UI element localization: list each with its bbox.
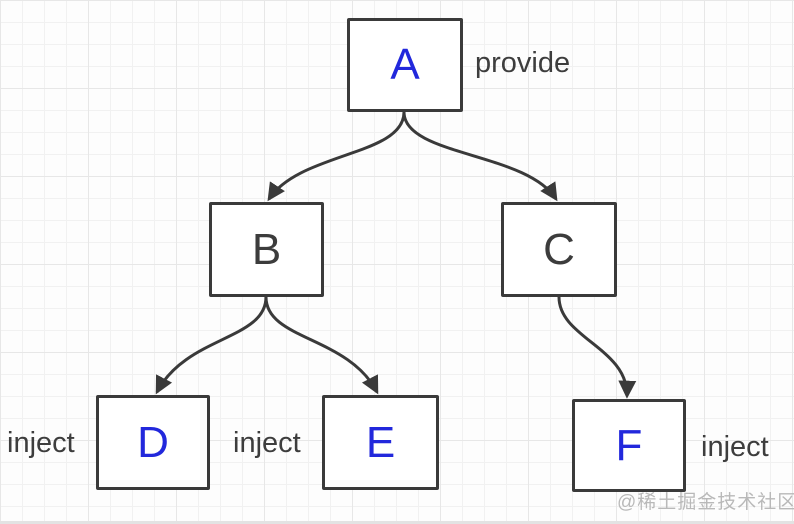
inject-annotation-d: inject: [7, 427, 75, 459]
node-f: F: [572, 399, 686, 492]
node-c-label: C: [543, 224, 575, 274]
edge-a-c-arrow: [402, 111, 558, 202]
node-b-label: B: [251, 224, 282, 274]
node-c: C: [501, 202, 617, 297]
node-e: E: [322, 395, 439, 490]
node-e-label: E: [365, 417, 396, 467]
inject-annotation-e: inject: [233, 427, 301, 459]
edge-a-b-arrow: [267, 111, 406, 202]
node-b: B: [209, 202, 324, 297]
node-a-label: A: [390, 40, 420, 89]
inject-annotation-f: inject: [701, 431, 769, 463]
node-d-label: D: [137, 417, 169, 467]
edge-c-f-arrow: [557, 296, 637, 399]
edge-b-d-arrow: [155, 296, 268, 395]
provide-annotation: provide: [475, 47, 571, 79]
node-d: D: [96, 395, 210, 490]
edge-b-e-arrow: [264, 296, 379, 395]
watermark: @稀土掘金技术社区: [617, 492, 794, 513]
node-f-label: F: [615, 420, 643, 470]
node-a: A: [347, 18, 463, 112]
